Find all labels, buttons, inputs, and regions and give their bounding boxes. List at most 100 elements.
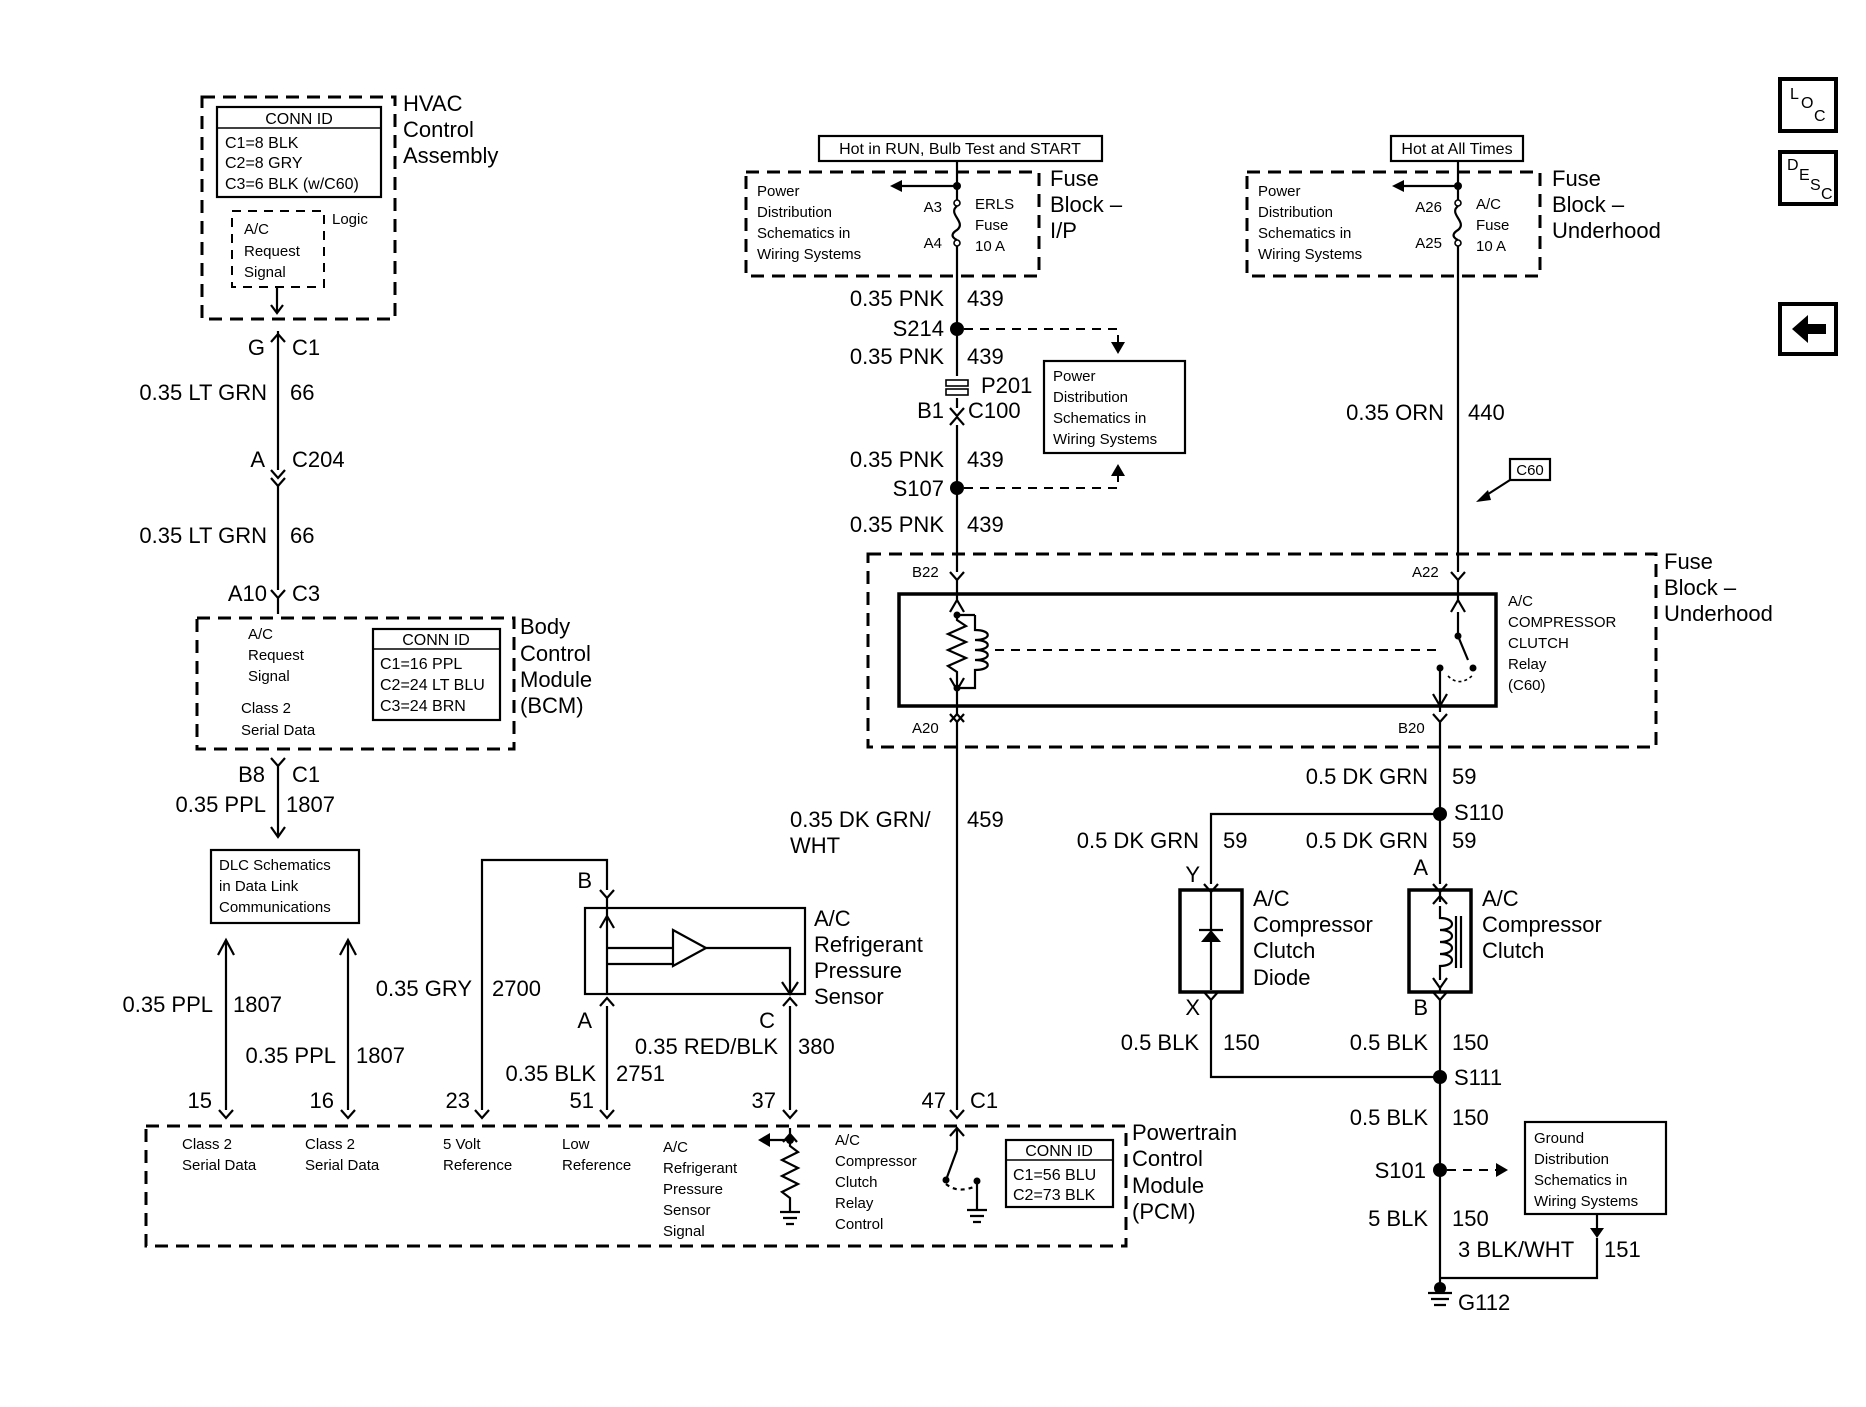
hvac-control-assembly: CONN ID C1=8 BLK C2=8 GRY C3=6 BLK (w/C6… [200, 91, 498, 321]
bcm-conn-1: C1=16 PPL [380, 656, 462, 673]
dlc-line-1: DLC Schematics [219, 857, 331, 874]
pcm-signal-2: Refrigerant [663, 1160, 738, 1177]
center-pd-2: Distribution [1053, 389, 1128, 406]
left-wire-66: G C1 0.35 LT GRN 66 A C204 0.35 LT GRN 6… [139, 331, 345, 614]
center-w3-circuit: 439 [967, 447, 1004, 472]
hvac-name-2: Control [403, 117, 474, 142]
gd-2: Distribution [1534, 1151, 1609, 1168]
relay-name-4: Relay [1508, 656, 1547, 673]
left-a-label: A [250, 447, 265, 472]
center-w2-gauge: 0.35 PNK [850, 344, 944, 369]
uh-fuse-3: 10 A [1476, 238, 1506, 255]
left-a10-label: A10 [228, 581, 267, 606]
pcm-relay-3: Clutch [835, 1174, 878, 1191]
bcm-c1-label: C1 [292, 762, 320, 787]
diode-pin-y: Y [1185, 862, 1200, 887]
pcm-relay-5: Control [835, 1216, 883, 1233]
w23-circuit: 2700 [492, 976, 541, 1001]
ip-fuse-3: 10 A [975, 238, 1005, 255]
s107-label: S107 [893, 476, 944, 501]
pin-23: 23 [446, 1088, 470, 1113]
pcm-conn-1: C1=56 BLU [1013, 1167, 1096, 1184]
bcm-name-4: (BCM) [520, 693, 584, 718]
desc-d: D [1787, 157, 1799, 174]
r-w3-gauge: 0.5 DK GRN [1306, 828, 1428, 853]
center-w5-gauge-2: WHT [790, 833, 840, 858]
uh-name-1: Fuse [1552, 166, 1601, 191]
left-c3-label: C3 [292, 581, 320, 606]
center-w1-circuit: 439 [967, 286, 1004, 311]
ip-fuse-2: Fuse [975, 217, 1008, 234]
w15-gauge: 0.35 PPL [122, 992, 213, 1017]
relay-name-2: COMPRESSOR [1508, 614, 1617, 631]
w23-gauge: 0.35 GRY [376, 976, 473, 1001]
left-w1-gauge: 0.35 LT GRN [139, 380, 267, 405]
gd-3: Schematics in [1534, 1172, 1627, 1189]
hvac-conn-2: C2=8 GRY [225, 155, 303, 172]
sensor-pin-a: A [577, 1008, 592, 1033]
r-w2-gauge: 0.5 DK GRN [1077, 828, 1199, 853]
bcm-class2-2: Serial Data [241, 722, 316, 739]
pcm-class2a-1: Class 2 [182, 1136, 232, 1153]
bcm-conn-3: C3=24 BRN [380, 698, 466, 715]
pcm-lowref-1: Low [562, 1136, 590, 1153]
clutch-name-2: Compressor [1482, 912, 1602, 937]
uh-a25: A25 [1415, 235, 1442, 252]
desc-c: C [1821, 186, 1833, 203]
center-w4-circuit: 439 [967, 512, 1004, 537]
center-w3-gauge: 0.35 PNK [850, 447, 944, 472]
hvac-name-3: Assembly [403, 143, 498, 168]
center-pd-1: Power [1053, 368, 1096, 385]
ip-hot-label: Hot in RUN, Bulb Test and START [839, 141, 1081, 158]
bcm-class2-1: Class 2 [241, 700, 291, 717]
bcm-w-circuit: 1807 [286, 792, 335, 817]
pcm-signal-1: A/C [663, 1139, 688, 1156]
c100-label: C100 [968, 398, 1021, 423]
pcm-relay-1: A/C [835, 1132, 860, 1149]
sensor-name-2: Refrigerant [814, 932, 923, 957]
ip-name-2: Block – [1050, 192, 1123, 217]
w15-circuit: 1807 [233, 992, 282, 1017]
desc-button[interactable]: D E S C [1778, 150, 1838, 206]
body-control-module: A/C Request Signal Class 2 Serial Data C… [175, 614, 592, 839]
back-button[interactable] [1778, 302, 1838, 356]
r-w1-gauge: 0.5 DK GRN [1306, 764, 1428, 789]
pcm-class2b-1: Class 2 [305, 1136, 355, 1153]
pcm-name-1: Powertrain [1132, 1120, 1237, 1145]
pin-15: 15 [188, 1088, 212, 1113]
left-w1-circuit: 66 [290, 380, 314, 405]
r-w7-circuit: 150 [1452, 1206, 1489, 1231]
r-w4-gauge: 0.5 BLK [1121, 1030, 1200, 1055]
pcm-relay-2: Compressor [835, 1153, 917, 1170]
hvac-signal-2: Request [244, 243, 301, 260]
relay-name-3: CLUTCH [1508, 635, 1569, 652]
sensor-name-4: Sensor [814, 984, 884, 1009]
left-c1-label: C1 [292, 335, 320, 360]
w37-circuit: 380 [798, 1034, 835, 1059]
powertrain-control-module: Class 2 Serial Data Class 2 Serial Data … [144, 1120, 1237, 1248]
w51-circuit: 2751 [616, 1061, 665, 1086]
p201-label: P201 [981, 373, 1032, 398]
hvac-conn-3: C3=6 BLK (w/C60) [225, 176, 359, 193]
uh-fuse-1: A/C [1476, 196, 1501, 213]
center-w4-gauge: 0.35 PNK [850, 512, 944, 537]
ip-a4: A4 [924, 235, 942, 252]
r-w3-circuit: 59 [1452, 828, 1476, 853]
pcm-name-2: Control [1132, 1146, 1203, 1171]
ip-pd-2: Distribution [757, 204, 832, 221]
relay-b22: B22 [912, 564, 939, 581]
loc-button[interactable]: L O C [1778, 77, 1838, 133]
uh-pd-4: Wiring Systems [1258, 246, 1362, 263]
uh-w-circuit: 440 [1468, 400, 1505, 425]
pcm-c1-label: C1 [970, 1088, 998, 1113]
sensor-pin-c: C [759, 1008, 775, 1033]
bcm-name-1: Body [520, 614, 570, 639]
bcm-signal-3: Signal [248, 668, 290, 685]
clutch-name-1: A/C [1482, 886, 1519, 911]
relay-a22: A22 [1412, 564, 1439, 581]
diode-name-4: Diode [1253, 965, 1310, 990]
center-pd-4: Wiring Systems [1053, 431, 1157, 448]
fuse-block-ip: Hot in RUN, Bulb Test and START Power Di… [744, 134, 1123, 336]
uh-pd-1: Power [1258, 183, 1301, 200]
